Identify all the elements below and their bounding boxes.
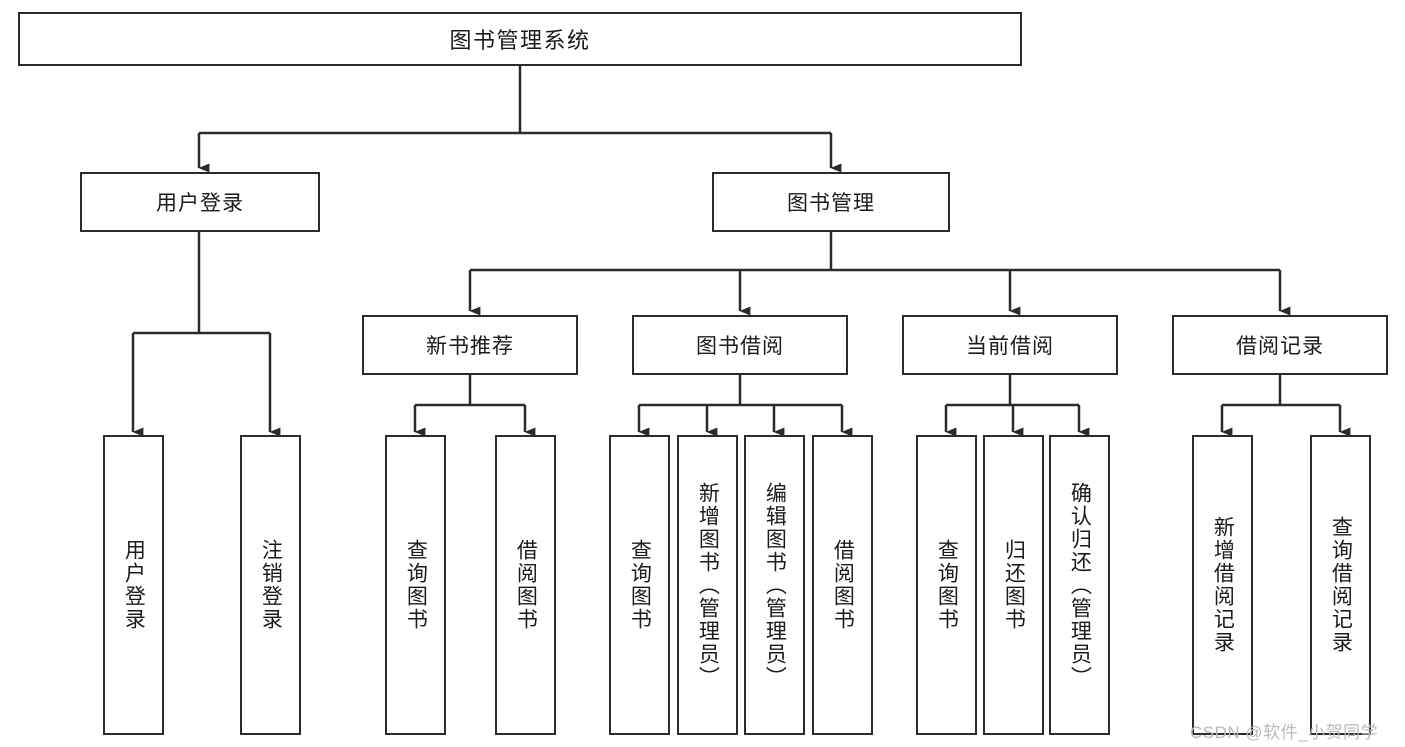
leaf-label: 查询图书	[404, 539, 428, 631]
leaf-label: 归还图书	[1002, 539, 1026, 631]
node-user-login-label: 用户登录	[156, 192, 244, 215]
leaf-label: 查询借阅记录	[1329, 516, 1353, 654]
leaf-label: 确认归还（管理员）	[1068, 481, 1092, 689]
node-current-borrow[interactable]: 当前借阅	[902, 315, 1118, 375]
leaf-label: 借阅图书	[514, 539, 538, 631]
node-book-management-label: 图书管理	[787, 192, 875, 215]
leaf-label: 借阅图书	[831, 539, 855, 631]
leaf-new-books-borrow[interactable]: 借阅图书	[495, 435, 556, 735]
leaf-label: 用户登录	[122, 539, 146, 631]
leaf-records-add-record[interactable]: 新增借阅记录	[1192, 435, 1253, 735]
node-borrow-records[interactable]: 借阅记录	[1172, 315, 1388, 375]
leaf-current-query-book[interactable]: 查询图书	[916, 435, 977, 735]
leaf-borrow-borrow-book[interactable]: 借阅图书	[812, 435, 873, 735]
node-borrow-records-label: 借阅记录	[1236, 335, 1324, 358]
leaf-label: 新增借阅记录	[1211, 516, 1235, 654]
leaf-user-login-signin[interactable]: 用户登录	[103, 435, 164, 735]
leaf-label: 查询图书	[935, 539, 959, 631]
leaf-borrow-edit-book-admin[interactable]: 编辑图书（管理员）	[744, 435, 805, 735]
leaf-label: 新增图书（管理员）	[696, 481, 720, 689]
leaf-borrow-query-book[interactable]: 查询图书	[609, 435, 670, 735]
leaf-user-login-signout[interactable]: 注销登录	[240, 435, 301, 735]
leaf-label: 查询图书	[628, 539, 652, 631]
leaf-records-query-record[interactable]: 查询借阅记录	[1310, 435, 1371, 735]
node-book-borrow[interactable]: 图书借阅	[632, 315, 848, 375]
node-book-management[interactable]: 图书管理	[712, 172, 950, 232]
node-user-login[interactable]: 用户登录	[80, 172, 320, 232]
node-root[interactable]: 图书管理系统	[18, 12, 1022, 66]
leaf-label: 注销登录	[259, 539, 283, 631]
leaf-label: 编辑图书（管理员）	[763, 481, 787, 689]
leaf-borrow-add-book-admin[interactable]: 新增图书（管理员）	[677, 435, 738, 735]
node-book-borrow-label: 图书借阅	[696, 335, 784, 358]
leaf-current-return-book[interactable]: 归还图书	[983, 435, 1044, 735]
leaf-new-books-query[interactable]: 查询图书	[385, 435, 446, 735]
leaf-current-confirm-return-admin[interactable]: 确认归还（管理员）	[1049, 435, 1110, 735]
node-root-label: 图书管理系统	[449, 28, 591, 53]
node-current-borrow-label: 当前借阅	[966, 335, 1054, 358]
node-new-book-recommend-label: 新书推荐	[426, 335, 514, 358]
node-new-book-recommend[interactable]: 新书推荐	[362, 315, 578, 375]
watermark: CSDN @软件_小贺同学	[1190, 723, 1379, 742]
